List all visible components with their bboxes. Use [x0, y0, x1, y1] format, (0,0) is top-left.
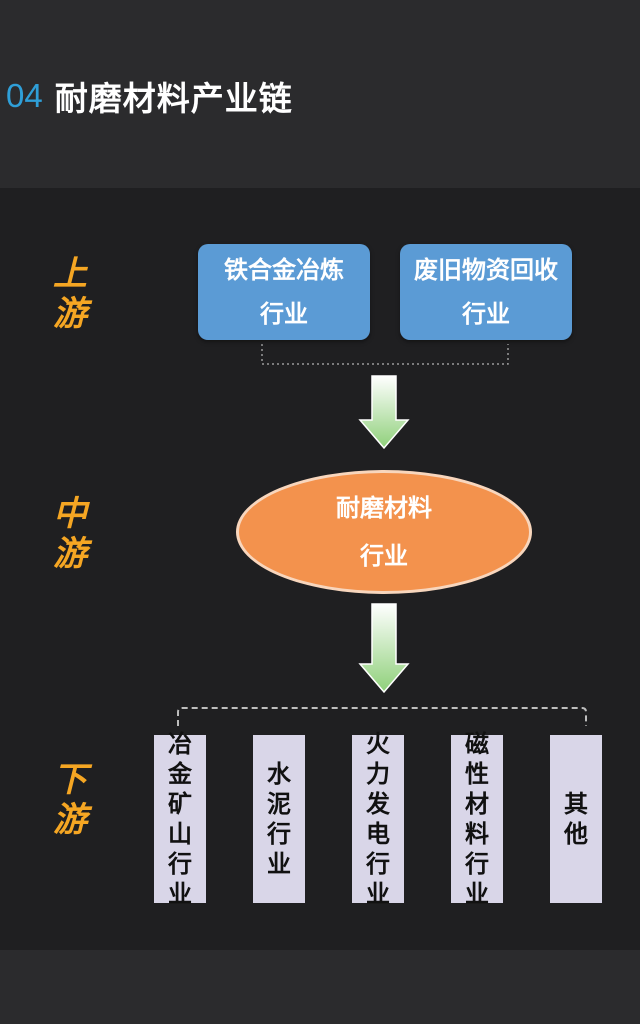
midstream-node-wear-resistant: 耐磨材料 行业 — [236, 470, 532, 594]
node-char: 磁 — [465, 730, 489, 758]
node-char: 他 — [564, 820, 588, 848]
node-label: 废旧物资回收 — [414, 256, 558, 284]
title-text: 耐磨材料产业链 — [54, 79, 293, 118]
node-char: 业 — [168, 880, 192, 908]
stage-label-midstream: 中 游 — [40, 494, 100, 574]
node-char: 性 — [465, 760, 489, 788]
node-char: 行 — [168, 850, 192, 878]
header-band — [0, 0, 640, 188]
node-label: 行业 — [260, 300, 308, 328]
downstream-node-mining: 冶 金 矿 山 行 业 — [154, 730, 206, 908]
node-char: 行 — [267, 820, 291, 848]
stage-label-upstream: 上 游 — [40, 254, 100, 334]
node-char: 业 — [267, 850, 291, 878]
node-label: 行业 — [462, 300, 510, 328]
stage-char: 游 — [53, 294, 87, 334]
page-title: 04 耐磨材料产业链 — [6, 66, 293, 126]
title-number: 04 — [6, 77, 43, 114]
upstream-node-recycling: 废旧物资回收 行业 — [400, 244, 572, 340]
node-char: 冶 — [168, 730, 192, 758]
node-char: 行 — [465, 850, 489, 878]
node-char: 电 — [366, 820, 390, 848]
stage-char: 中 — [53, 494, 87, 534]
node-char: 其 — [564, 790, 588, 818]
node-char: 发 — [366, 790, 390, 818]
stage-label-downstream: 下 游 — [40, 760, 100, 840]
node-char: 业 — [366, 880, 390, 908]
node-char: 矿 — [168, 790, 192, 818]
downstream-node-other: 其 他 — [550, 735, 602, 903]
downstream-node-magnetic-materials: 磁 性 材 料 行 业 — [451, 730, 503, 908]
downstream-node-cement: 水 泥 行 业 — [253, 735, 305, 903]
footer-band — [0, 950, 640, 1024]
node-char: 金 — [168, 760, 192, 788]
downstream-node-thermal-power: 火 力 发 电 行 业 — [352, 730, 404, 908]
stage-char: 下 — [53, 760, 87, 800]
upstream-node-ferroalloy: 铁合金冶炼 行业 — [198, 244, 370, 340]
node-char: 泥 — [267, 790, 291, 818]
node-char: 材 — [465, 790, 489, 818]
stage-char: 上 — [53, 254, 87, 294]
node-char: 料 — [465, 820, 489, 848]
node-char: 业 — [465, 880, 489, 908]
stage-char: 游 — [53, 800, 87, 840]
node-char: 行 — [366, 850, 390, 878]
node-char: 力 — [366, 760, 390, 788]
node-label: 耐磨材料 — [336, 494, 432, 522]
node-char: 山 — [168, 820, 192, 848]
node-label: 铁合金冶炼 — [224, 256, 344, 284]
node-label: 行业 — [360, 542, 408, 570]
node-char: 水 — [267, 760, 291, 788]
node-char: 火 — [366, 730, 390, 758]
stage-char: 游 — [53, 534, 87, 574]
